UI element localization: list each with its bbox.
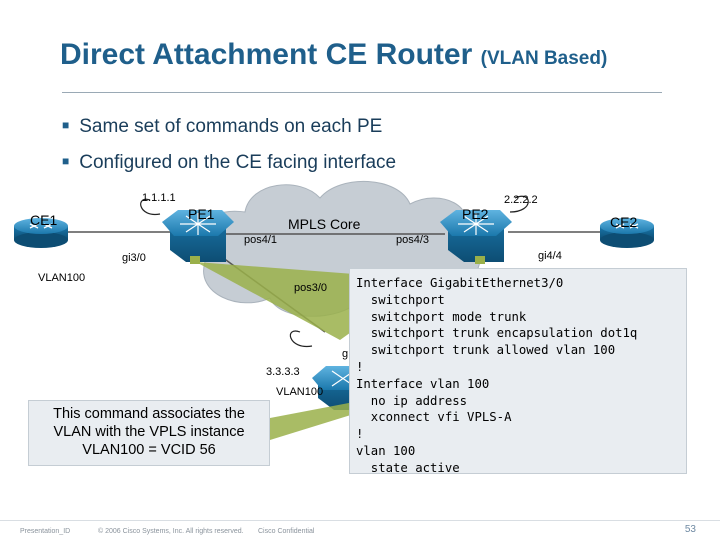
pe2-label: PE2 <box>462 206 489 222</box>
config-line: ! <box>356 427 364 442</box>
pe1-label: PE1 <box>188 206 215 222</box>
config-line: switchport <box>356 292 445 307</box>
config-line: ! <box>356 359 364 374</box>
footer-copyright: © 2006 Cisco Systems, Inc. All rights re… <box>98 528 244 535</box>
pe3-port-label: g <box>342 348 349 360</box>
config-line: Interface GigabitEthernet3/0 <box>356 276 564 290</box>
config-line: Interface vlan 100 <box>356 376 490 391</box>
pe1-interface-label: gi3/0 <box>122 252 146 264</box>
config-line: switchport trunk allowed vlan 100 <box>356 343 616 358</box>
pe3-ip-label: 3.3.3.3 <box>266 366 300 378</box>
pe2-pos-label: pos4/3 <box>396 234 430 246</box>
footer-confidential: Cisco Confidential <box>258 528 315 535</box>
pe3-vlan-label: VLAN100 <box>276 386 324 398</box>
config-callout-pointer <box>196 262 354 340</box>
mpls-core-label: MPLS Core <box>288 216 361 232</box>
ce1-router-icon <box>14 218 68 248</box>
pe1-loopback-arrow-icon <box>140 198 161 215</box>
slide-title: Direct Attachment CE Router (VLAN Based) <box>60 38 607 72</box>
title-subtitle: (VLAN Based) <box>480 48 608 69</box>
bullet-marker-icon: ■ <box>62 118 70 132</box>
pe2-ip-label: 2.2.2.2 <box>504 194 538 206</box>
pe1-switch-icon <box>162 210 234 264</box>
ce2-label: CE2 <box>610 214 638 230</box>
note-line: This command associates the <box>53 406 245 422</box>
config-line: xconnect vfi VPLS-A <box>356 410 512 425</box>
note-line: VLAN with the VPLS instance <box>53 424 245 440</box>
config-line: no ip address <box>356 393 468 408</box>
pe2-interface-label: gi4/4 <box>538 250 562 262</box>
bullet-2: ■ Configured on the CE facing interface <box>62 152 396 174</box>
ce1-label: CE1 <box>30 212 58 228</box>
pe3-loopback-arrow-icon <box>289 330 313 347</box>
config-line: state active <box>356 460 460 475</box>
title-rule <box>62 92 662 93</box>
bullet-marker-icon: ■ <box>62 154 70 168</box>
ce2-router-icon <box>600 218 654 248</box>
title-main: Direct Attachment CE Router <box>60 38 473 71</box>
bullet-1-text: Same set of commands on each PE <box>79 116 383 137</box>
pe3-pos-label: pos3/0 <box>294 282 328 294</box>
config-line: switchport trunk encapsulation dot1q <box>356 326 638 341</box>
footer-presentation-id: Presentation_ID <box>20 528 71 535</box>
ce1-vlan-label: VLAN100 <box>38 272 86 284</box>
pe2-switch-icon <box>440 210 512 264</box>
pe1-pos-label: pos4/1 <box>244 234 278 246</box>
note-callout-pointer <box>270 402 354 440</box>
config-panel: Interface GigabitEthernet3/0 switchport … <box>349 268 687 475</box>
note-line: VLAN100 = VCID 56 <box>82 442 216 458</box>
page-number: 53 <box>684 524 696 535</box>
pe2-loopback-arrow-icon <box>509 195 529 213</box>
bullet-2-text: Configured on the CE facing interface <box>79 152 397 173</box>
footer-rule <box>0 520 720 521</box>
config-line: switchport mode trunk <box>356 309 527 324</box>
note-box: This command associates the VLAN with th… <box>28 400 270 466</box>
pe1-ip-label: 1.1.1.1 <box>142 192 176 204</box>
bullet-1: ■ Same set of commands on each PE <box>62 116 382 138</box>
config-line: vlan 100 <box>356 443 416 458</box>
